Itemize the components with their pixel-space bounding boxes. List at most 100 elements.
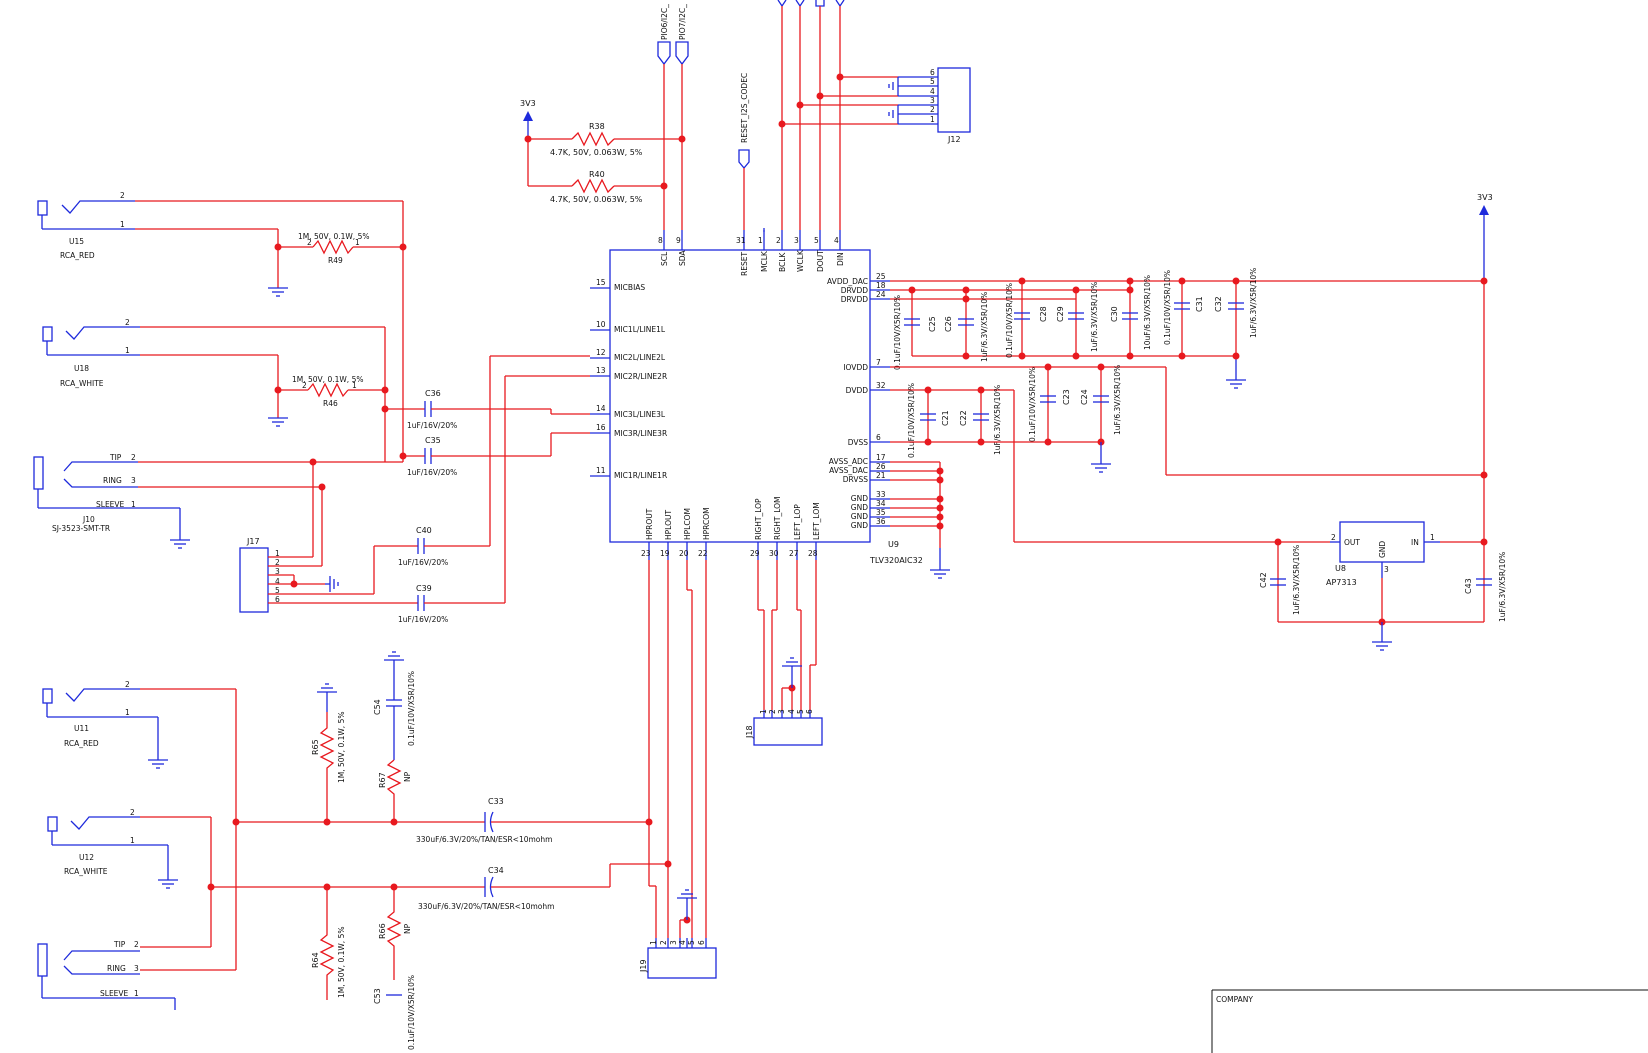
j19-pin-5: 5 — [687, 940, 696, 945]
u9-part: TLV320AIC32 — [869, 556, 923, 565]
j12-pin-1: 1 — [930, 115, 935, 124]
u9-pin-11: 11 — [596, 466, 606, 475]
j17-pin-3: 3 — [275, 567, 280, 576]
c29-value: 1uF/6.3V/X5R/10% — [1090, 282, 1099, 352]
power-decoupling: 3V3 — [890, 193, 1493, 622]
u9-pin-20: 20 — [679, 549, 689, 558]
u9-mic1l: MIC1L/LINE1L — [614, 325, 666, 334]
c32-ref: C32 — [1214, 296, 1223, 312]
u11-ref: U11 — [74, 724, 89, 733]
u9-mic1r: MIC1R/LINE1R — [614, 471, 667, 480]
cap-c43 — [1476, 578, 1492, 586]
c21-ref: C21 — [941, 410, 950, 426]
u9-wclk: WCLK — [796, 249, 805, 272]
connector-j12 — [937, 67, 971, 133]
u9-pin-28: 28 — [808, 549, 818, 558]
u9-pin-25: 25 — [876, 272, 886, 281]
j10-sleeve-label: SLEEVE — [96, 500, 125, 509]
j19-pin-4: 4 — [678, 940, 687, 945]
u9-pin-29: 29 — [750, 549, 760, 558]
j17-pin-5: 5 — [275, 586, 280, 595]
j18-pin-6: 6 — [805, 709, 814, 714]
r40-ref: R40 — [589, 170, 605, 179]
u9-pin-6: 6 — [876, 433, 881, 442]
u9-mclk: MCLK — [760, 250, 769, 272]
c21-value: 0.1uF/10V/X5R/10% — [907, 383, 916, 458]
jack-bottom — [37, 943, 48, 977]
u9-gnd-35: GND — [851, 512, 868, 521]
u9-pin-34: 34 — [876, 499, 886, 508]
j12-pin-4: 4 — [930, 87, 935, 96]
u9-pin-33: 33 — [876, 490, 886, 499]
jack-bottom-ring-label: RING — [107, 964, 126, 973]
u9-avss-dac: AVSS_DAC — [829, 466, 868, 475]
u9-pin-9: 9 — [676, 236, 681, 245]
c53-value: 0.1uF/10V/X5R/10% — [407, 975, 416, 1050]
j12-pin-5: 5 — [930, 77, 935, 86]
u9-pin-10: 10 — [596, 320, 606, 329]
title-block-company: COMPANY — [1216, 995, 1253, 1004]
j12-pin-6: 6 — [930, 68, 935, 77]
u9-pin-1: 1 — [758, 236, 763, 245]
u9-left-lop: LEFT_LOP — [793, 504, 802, 540]
j19-pin-3: 3 — [669, 940, 678, 945]
u9-hplout: HPLOUT — [664, 510, 673, 540]
connector-j18 — [753, 717, 823, 746]
cap-c31 — [1174, 302, 1190, 310]
u9-left-lom: LEFT_LOM — [812, 502, 821, 540]
c36-value: 1uF/16V/20% — [407, 421, 457, 430]
c42-ref: C42 — [1259, 572, 1268, 588]
cap-c21 — [920, 413, 936, 421]
cap-c23 — [1040, 395, 1056, 403]
c28-ref: C28 — [1039, 306, 1048, 322]
r46-ref: R46 — [323, 399, 338, 408]
u9-mic2r: MIC2R/LINE2R — [614, 372, 667, 381]
jack-bottom-ring-pin: 3 — [134, 964, 139, 973]
connector-j19 — [647, 947, 717, 979]
j18-pin-4: 4 — [787, 709, 796, 714]
u8-in: IN — [1411, 538, 1419, 547]
u9-reset: RESET — [740, 252, 749, 276]
u8-ref: U8 — [1335, 564, 1346, 573]
c30-value: 10uF/6.3V/X5R/10% — [1143, 275, 1152, 350]
jack-u15 — [37, 200, 48, 216]
r64-ref: R64 — [311, 952, 320, 968]
u9-din: DIN — [836, 252, 845, 266]
u9-avdd-dac: AVDD_DAC — [827, 277, 868, 286]
u18-ref: U18 — [74, 364, 89, 373]
c43-value: 1uF/6.3V/X5R/10% — [1498, 552, 1507, 622]
u9-ref: U9 — [888, 540, 899, 549]
cap-c22 — [973, 413, 989, 421]
j10-part: SJ-3523-SMT-TR — [52, 524, 110, 533]
u9-pin-31: 31 — [736, 236, 746, 245]
c25-value: 0.1uF/10V/X5R/10% — [893, 295, 902, 370]
u9-gnd-34: GND — [851, 503, 868, 512]
cap-c30 — [1122, 312, 1138, 320]
u9-pin-30: 30 — [769, 549, 779, 558]
codec-u9: 8 9 31 1 2 3 5 4 SCL SDA RESET MCLK BCLK… — [590, 230, 923, 565]
u9-pin-7: 7 — [876, 358, 881, 367]
u11-part: RCA_RED — [64, 739, 99, 748]
u9-right-lom: RIGHT_LOM — [773, 497, 782, 541]
u9-drvdd-24: DRVDD — [841, 295, 868, 304]
u18-pin-1: 1 — [125, 346, 130, 355]
u12-pin-2: 2 — [130, 808, 135, 817]
r49-pin-2: 2 — [307, 238, 312, 247]
u15-pin-1: 1 — [120, 220, 125, 229]
u9-mic3r: MIC3R/LINE3R — [614, 429, 667, 438]
c25-ref: C25 — [928, 316, 937, 332]
r46-value: 1M, 50V, 0.1W, 5% — [292, 375, 363, 384]
u9-pin-18: 18 — [876, 281, 886, 290]
u8-pin-3: 3 — [1384, 565, 1389, 574]
c34-ref: C34 — [488, 866, 504, 875]
u18-pin-2: 2 — [125, 318, 130, 327]
cap-c32 — [1228, 302, 1244, 310]
u9-mic2l: MIC2L/LINE2L — [614, 353, 666, 362]
u9-gnd-33: GND — [851, 494, 868, 503]
c39-value: 1uF/16V/20% — [398, 615, 448, 624]
j19-ref: J19 — [639, 959, 648, 973]
r66-value: NP — [403, 923, 412, 934]
cap-c25 — [904, 318, 920, 326]
c31-ref: C31 — [1195, 296, 1204, 312]
net-pio7: PIO7/I2C_ — [678, 4, 687, 40]
